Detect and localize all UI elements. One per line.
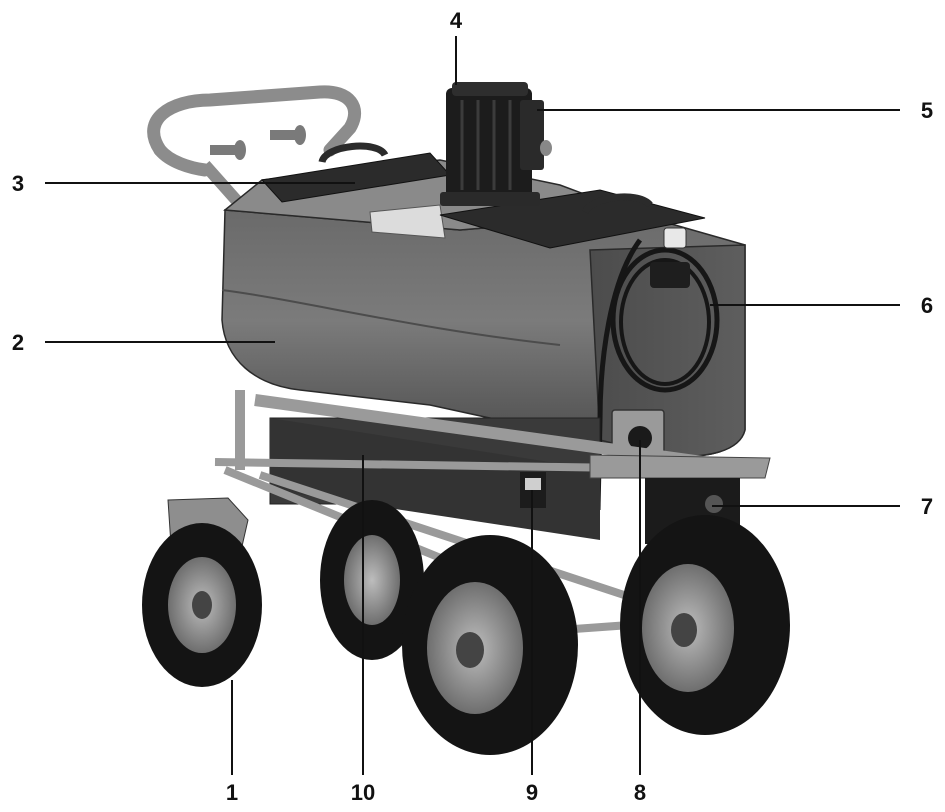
callout-8: 8 bbox=[634, 780, 646, 805]
stirring-motor bbox=[440, 82, 552, 206]
push-handle bbox=[147, 85, 362, 214]
rear-wheel-inner bbox=[320, 500, 424, 660]
hose-coil bbox=[595, 227, 720, 511]
callout-3: 3 bbox=[12, 171, 24, 196]
callout-9: 9 bbox=[526, 780, 538, 805]
callout-1: 1 bbox=[226, 780, 238, 805]
front-wheel-right bbox=[620, 515, 790, 735]
lid-front bbox=[439, 189, 706, 249]
callout-5: 5 bbox=[921, 98, 933, 123]
leader-lines bbox=[45, 36, 900, 775]
callout-labels: 1 2 3 4 5 6 7 8 9 10 bbox=[12, 8, 933, 805]
callout-6: 6 bbox=[921, 293, 933, 318]
callout-7: 7 bbox=[921, 494, 933, 519]
front-wheel-left bbox=[402, 535, 578, 755]
rear-castor-wheel bbox=[142, 497, 262, 687]
callout-2: 2 bbox=[12, 330, 24, 355]
callout-4: 4 bbox=[450, 8, 463, 33]
callout-10: 10 bbox=[351, 780, 375, 805]
